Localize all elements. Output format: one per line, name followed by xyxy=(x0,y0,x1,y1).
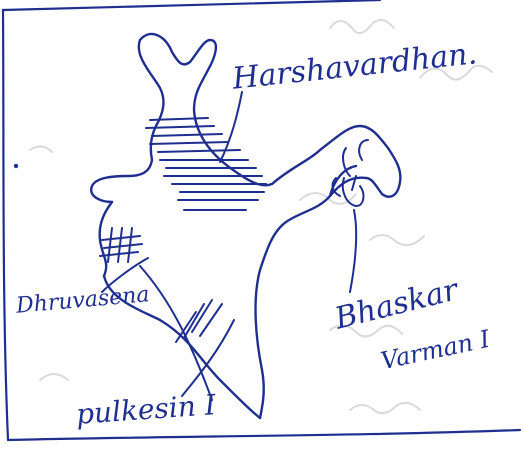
marker-dot xyxy=(14,164,18,168)
hatch-dhruvasena xyxy=(100,228,142,262)
hatch-bhaskar xyxy=(333,140,368,206)
hatch-pulkesin xyxy=(176,300,222,342)
pointer-bhaskar xyxy=(350,210,356,292)
pointer-lines xyxy=(102,92,356,400)
hatch-harshavardhan xyxy=(146,118,266,210)
pointer-harshavardhan xyxy=(220,92,242,162)
